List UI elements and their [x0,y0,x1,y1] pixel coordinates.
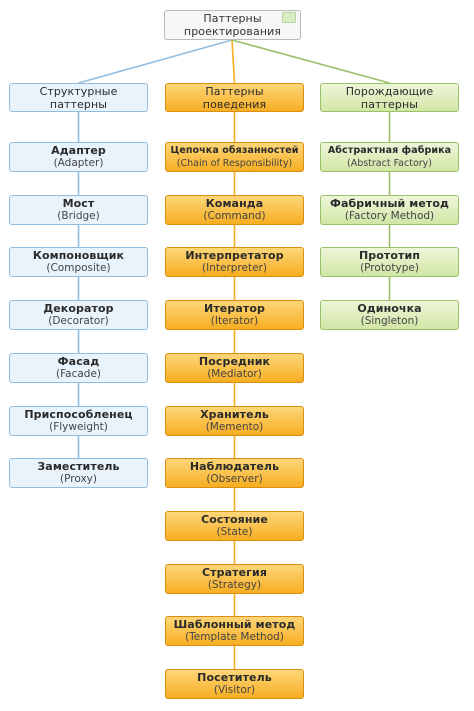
category-label: Порождающие паттерны [345,84,434,111]
pattern-title: Мост [62,196,95,210]
pattern-title: Цепочка обязанностей [170,145,299,156]
pattern-subtitle: (Template Method) [185,631,284,644]
pattern-subtitle: (Command) [203,209,266,222]
pattern-node[interactable]: Команда(Command) [165,194,304,225]
category-label: Паттерны поведения [202,84,267,111]
pattern-subtitle: (Iterator) [210,315,259,328]
pattern-node[interactable]: Хранитель(Memento) [165,405,304,436]
pattern-node[interactable]: Компоновщик(Composite) [9,247,148,278]
pattern-node[interactable]: Одиночка(Singleton) [320,300,459,331]
pattern-node[interactable]: Итератор(Iterator) [165,300,304,331]
pattern-title: Наблюдатель [189,460,280,474]
category-creational[interactable]: Порождающие паттерны [320,83,459,112]
category-structural[interactable]: Структурные паттерны [9,83,148,112]
pattern-subtitle: (Observer) [206,473,263,486]
pattern-title: Декоратор [43,302,114,316]
pattern-subtitle: (Mediator) [207,367,262,380]
pattern-subtitle: (Memento) [205,420,264,433]
pattern-node[interactable]: Стратегия(Strategy) [165,563,304,594]
image-icon [282,12,296,23]
pattern-node[interactable]: Приспособленец(Flyweight) [9,405,148,436]
pattern-subtitle: (Composite) [46,262,111,275]
pattern-node[interactable]: Фасад(Facade) [9,352,148,383]
category-behavioral[interactable]: Паттерны поведения [165,83,304,112]
pattern-subtitle: (Proxy) [60,473,97,486]
pattern-subtitle: (Prototype) [360,262,419,275]
pattern-subtitle: (Strategy) [207,578,262,591]
pattern-node[interactable]: Мост(Bridge) [9,194,148,225]
pattern-subtitle: (Visitor) [213,684,256,696]
pattern-title: Заместитель [37,460,120,474]
pattern-node[interactable]: Абстрактная фабрика (Abstract Factory) [320,142,459,172]
pattern-title: Прототип [358,249,421,263]
pattern-node[interactable]: Адаптер(Adapter) [9,142,148,172]
pattern-subtitle: (Flyweight) [49,420,108,433]
pattern-title: Абстрактная фабрика [327,145,452,156]
pattern-subtitle: (Singleton) [360,315,419,328]
pattern-node[interactable]: Состояние(State) [165,510,304,541]
pattern-title: Итератор [204,302,265,316]
pattern-title: Хранитель [200,407,269,421]
pattern-subtitle: (Decorator) [48,315,109,328]
pattern-node[interactable]: Шаблонный метод(Template Method) [165,616,304,647]
pattern-title: Компоновщик [32,249,125,263]
pattern-subtitle: (Factory Method) [344,209,435,222]
pattern-title: Шаблонный метод [173,618,296,632]
pattern-node[interactable]: Посетитель(Visitor) [165,669,304,699]
pattern-title: Адаптер [51,144,106,157]
root-label: Паттерны проектирования [183,12,282,38]
pattern-subtitle: (Adapter) [53,157,104,169]
pattern-node[interactable]: Декоратор(Decorator) [9,300,148,331]
pattern-node[interactable]: Заместитель(Proxy) [9,458,148,489]
pattern-subtitle: (Chain of Responsibility) [176,158,293,169]
pattern-title: Фасад [57,354,100,368]
connector-line [231,39,236,84]
pattern-title: Фабричный метод [330,196,449,210]
pattern-node[interactable]: Фабричный метод(Factory Method) [320,194,459,225]
pattern-subtitle: (Facade) [55,367,102,380]
pattern-subtitle: (Interpreter) [202,262,267,275]
pattern-subtitle: (Bridge) [57,209,100,222]
connector-line [231,39,390,84]
pattern-title: Интерпретатор [185,249,284,263]
pattern-title: Состояние [201,512,268,526]
pattern-node[interactable]: Прототип(Prototype) [320,247,459,278]
pattern-title: Посетитель [197,671,272,684]
pattern-node[interactable]: Интерпретатор(Interpreter) [165,247,304,278]
pattern-title: Одиночка [357,302,422,316]
pattern-title: Стратегия [202,565,267,579]
pattern-node[interactable]: Наблюдатель(Observer) [165,458,304,489]
pattern-subtitle: (State) [216,525,253,538]
category-label: Структурные паттерны [39,84,118,111]
root-node[interactable]: Паттерны проектирования [164,10,301,40]
pattern-title: Команда [205,196,264,210]
pattern-title: Приспособленец [24,407,133,421]
pattern-node[interactable]: Цепочка обязанностей (Chain of Responsibi… [165,142,304,172]
pattern-node[interactable]: Посредник(Mediator) [165,352,304,383]
connector-line [78,39,233,84]
pattern-title: Посредник [198,354,271,368]
pattern-subtitle: (Abstract Factory) [346,158,432,169]
